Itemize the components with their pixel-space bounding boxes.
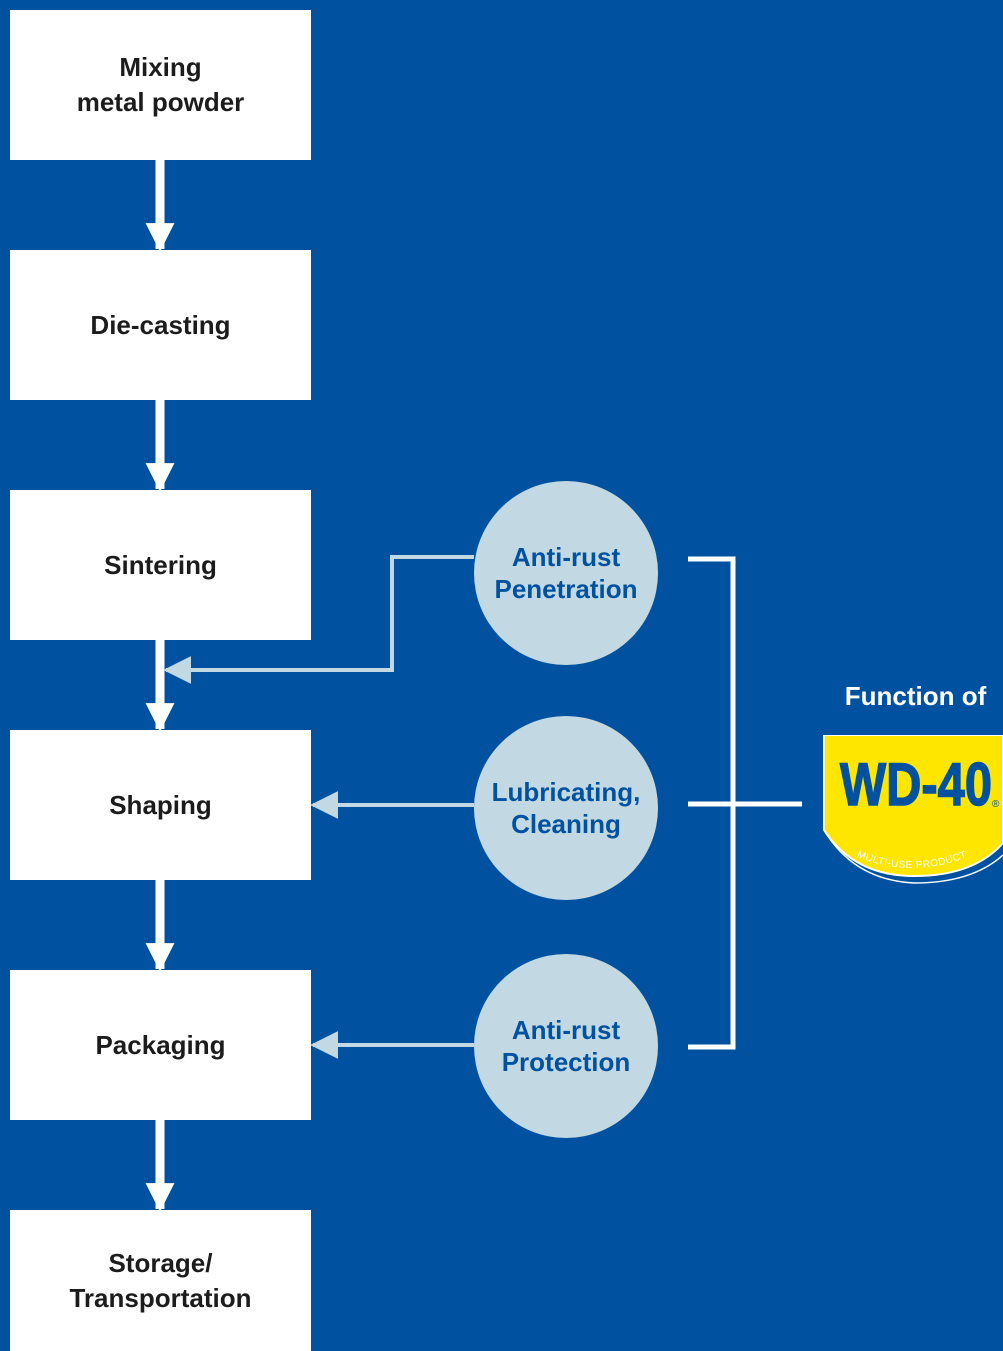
step-label: Shaping (109, 789, 212, 820)
step-label: Packaging (95, 1029, 226, 1060)
function-label: Anti-rust Protection (501, 1015, 631, 1077)
step-sintering: Sintering (10, 490, 311, 640)
step-packaging: Packaging (10, 970, 311, 1120)
step-label: Die-casting (90, 309, 231, 340)
logo-registered-mark: ® (992, 799, 1000, 810)
function-anti-rust-protection: Anti-rust Protection (474, 954, 658, 1138)
step-label: Storage/ Transportation (69, 1247, 252, 1313)
step-mixing-metal-powder: Mixing metal powder (10, 10, 311, 160)
logo-brand-text: WD-40 (840, 751, 992, 818)
function-lubricating-cleaning: Lubricating, Cleaning (474, 716, 658, 900)
function-label: Lubricating, Cleaning (491, 777, 641, 839)
function-anti-rust-penetration: Anti-rust Penetration (474, 481, 658, 665)
function-of-heading: Function of (844, 681, 987, 711)
step-label: Mixing metal powder (76, 52, 245, 117)
logo-badge-outline (823, 829, 1003, 884)
logo-badge-shape (823, 735, 1003, 878)
step-die-casting: Die-casting (10, 250, 311, 400)
connector-penetration (163, 555, 474, 684)
function-label: Anti-rust Penetration (494, 542, 638, 604)
step-storage-transportation: Storage/ Transportation (10, 1210, 311, 1351)
step-label: Sintering (104, 549, 217, 580)
step-shaping: Shaping (10, 730, 311, 880)
wd40-logo: WD-40 ® MULTI-USE PRODUCT (823, 735, 1003, 884)
